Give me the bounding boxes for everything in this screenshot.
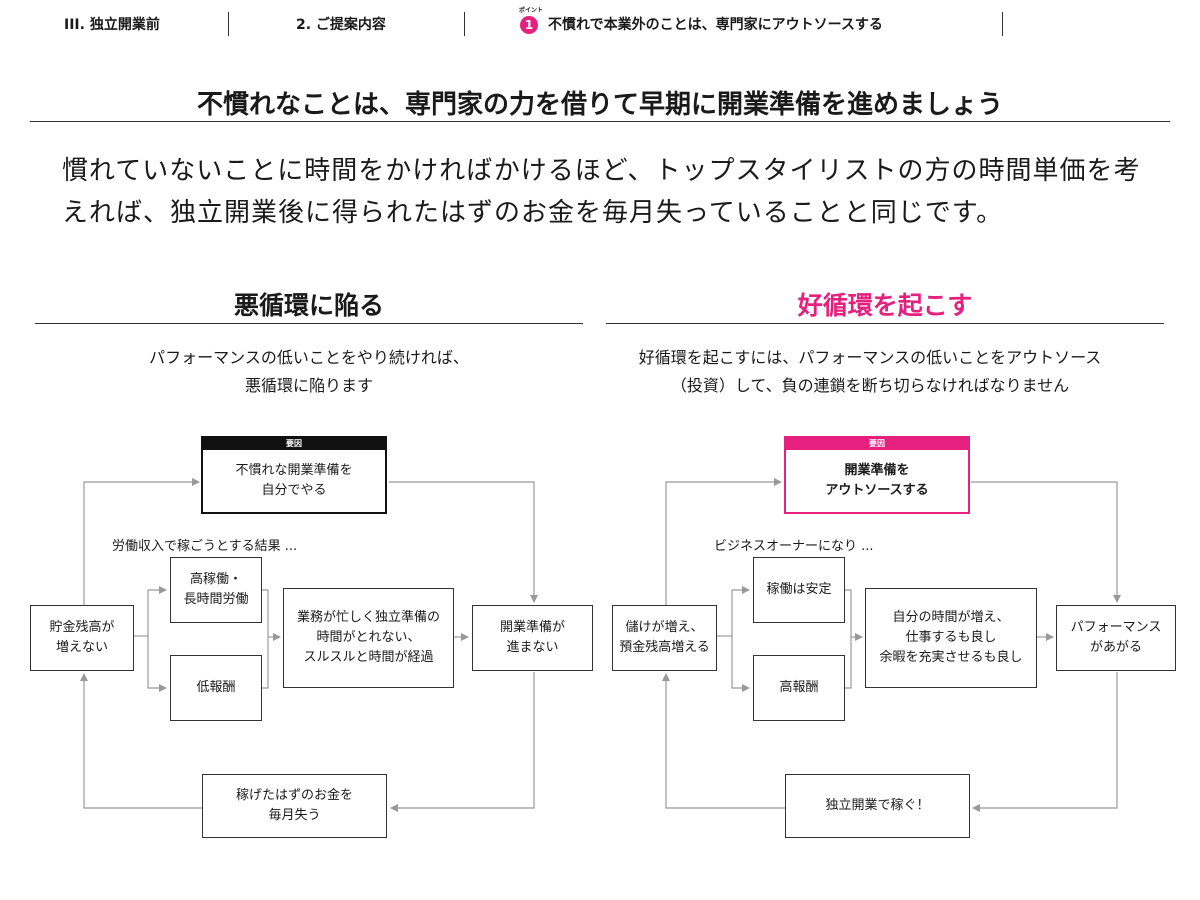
breadcrumb-divider — [1002, 12, 1003, 36]
virtuous-divider — [606, 323, 1164, 324]
arrow-cause-to-result — [389, 481, 538, 603]
vicious-cause-box: 要因 不慣れな開業準備を自分でやる — [201, 436, 387, 514]
arrow-bottom-to-savings — [80, 673, 202, 809]
arrow-v-cause-to-result — [971, 481, 1121, 603]
vicious-divider — [35, 323, 583, 324]
cause-label: 要因 — [203, 438, 385, 450]
arrow-v-bottom-to-savings — [662, 673, 785, 809]
point-number: 1 — [520, 16, 538, 34]
virtuous-result-box: パフォーマンスがあがる — [1056, 605, 1176, 671]
breadcrumb-section[interactable]: III. 独立開業前 — [64, 17, 160, 33]
point-title: 不慣れで本業外のことは、専門家にアウトソースする — [548, 17, 883, 33]
virtuous-center-box: 自分の時間が増え、仕事するも良し余暇を充実させるも良し — [865, 588, 1037, 688]
breadcrumb-divider — [464, 12, 465, 36]
breadcrumb-subsection[interactable]: 2. ご提案内容 — [296, 17, 386, 33]
virtuous-branch-stable: 稼働は安定 — [753, 557, 845, 623]
lead-text: 慣れていないことに時間をかければかけるほど、トップスタイリストの方の時間単価を考… — [62, 156, 1141, 228]
virtuous-branch-high-pay: 高報酬 — [753, 655, 845, 721]
vicious-note: 労働収入で稼ごうとする結果 ... — [112, 539, 298, 554]
vicious-result-box: 開業準備が進まない — [472, 605, 593, 671]
virtuous-bottom-box: 独立開業で稼ぐ！ — [785, 774, 970, 838]
arrow-to-branch2 — [147, 636, 167, 692]
virtuous-savings-box: 儲けが増え、預金残高増える — [612, 605, 717, 671]
vicious-bottom-box: 稼げたはずのお金を毎月失う — [202, 774, 387, 838]
arrow-v-savings-to-cause — [665, 478, 782, 606]
virtuous-description: 好循環を起こすには、パフォーマンスの低いことをアウトソース （投資）して、負の連… — [638, 348, 1102, 395]
cause-label: 要因 — [786, 438, 968, 450]
page-title: 不慣れなことは、専門家の力を借りて早期に開業準備を進めましょう — [196, 90, 1003, 120]
arrow-to-branch1 — [147, 586, 167, 636]
bracket-branches — [262, 589, 269, 689]
title-divider — [30, 121, 1170, 122]
vicious-cycle-title: 悪循環に陥る — [233, 291, 384, 320]
vicious-branch-low-pay: 低報酬 — [170, 655, 262, 721]
virtuous-cycle-title: 好循環を起こす — [797, 291, 973, 320]
arrow-v-result-to-bottom — [972, 672, 1118, 812]
vicious-description: パフォーマンスの低いことをやり続ければ、 悪循環に陥ります — [149, 348, 469, 395]
virtuous-note: ビジネスオーナーになり ... — [714, 539, 874, 554]
virtuous-cause-box: 要因 開業準備をアウトソースする — [784, 436, 970, 514]
vicious-savings-box: 貯金残高が増えない — [30, 605, 134, 671]
arrow-result-to-bottom — [390, 672, 535, 812]
vicious-branch-overwork: 高稼働・長時間労働 — [170, 557, 262, 623]
point-badge: ポイント 1 — [519, 7, 543, 34]
arrow-savings-to-cause — [83, 478, 200, 606]
arrow-v-to-branch1 — [731, 586, 750, 636]
breadcrumb-divider — [228, 12, 229, 36]
arrow-v-to-branch2 — [731, 636, 750, 692]
vicious-center-box: 業務が忙しく独立準備の時間がとれない、スルスルと時間が経過 — [283, 588, 454, 688]
bracket-v-branches — [845, 589, 852, 689]
breadcrumb-point[interactable]: ポイント 1 不慣れで本業外のことは、専門家にアウトソースする — [519, 7, 883, 36]
point-ruby: ポイント — [519, 7, 544, 14]
